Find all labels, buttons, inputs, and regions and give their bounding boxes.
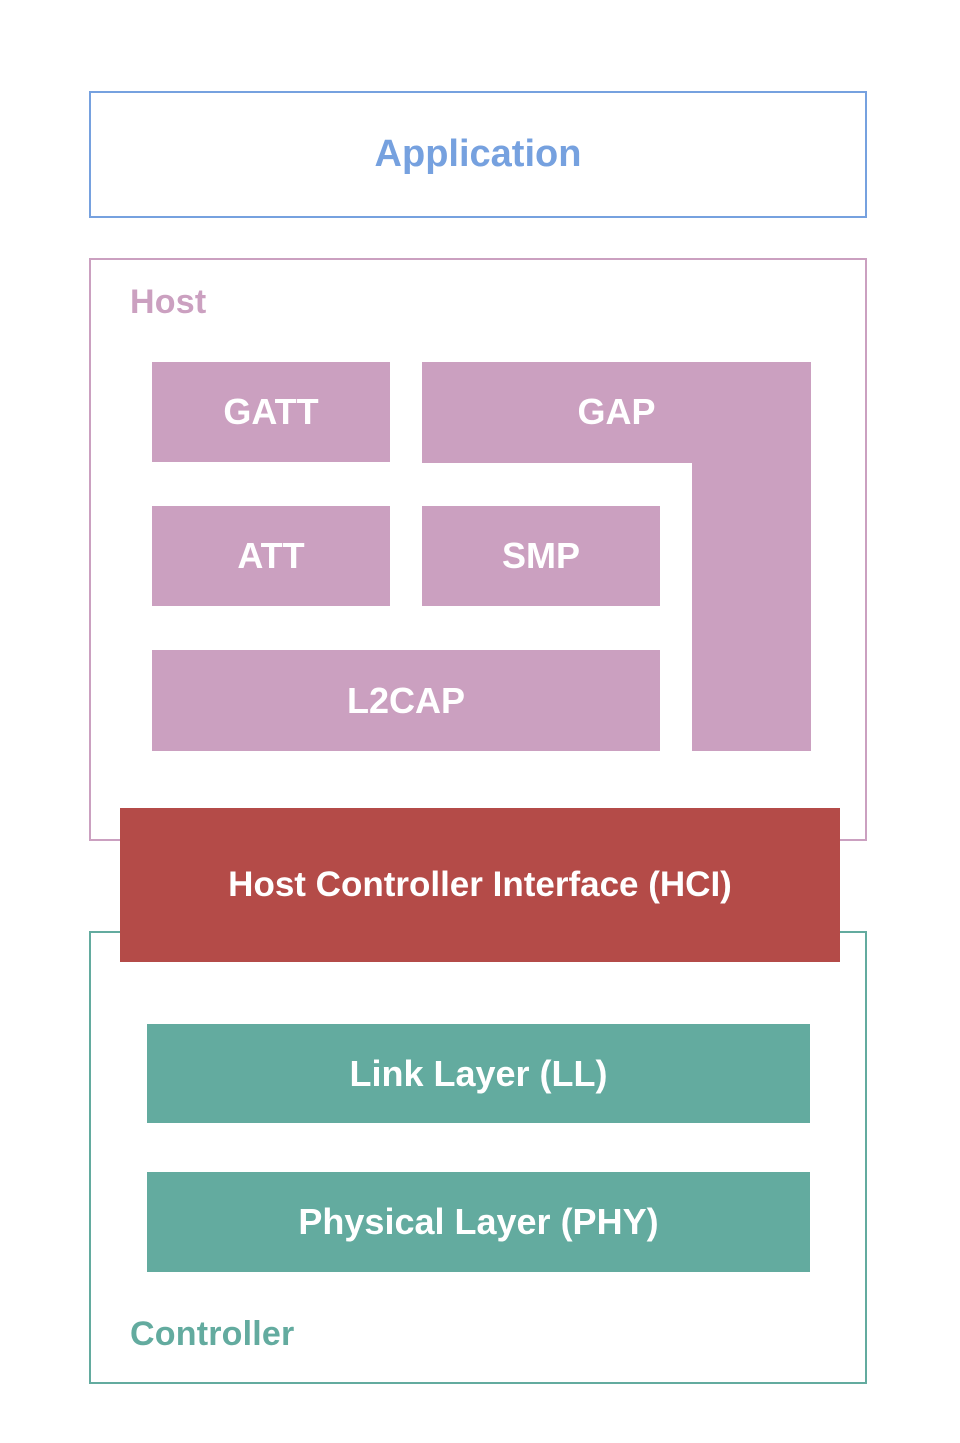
host-block-att: ATT	[152, 506, 390, 606]
gap-polygon-svg	[422, 362, 811, 751]
host-block-l2cap: L2CAP	[152, 650, 660, 751]
controller-block-physical-layer: Physical Layer (PHY)	[147, 1172, 810, 1272]
application-layer-label: Application	[374, 133, 582, 175]
controller-block-link-layer: Link Layer (LL)	[147, 1024, 810, 1123]
host-block-gap-shape	[422, 362, 811, 751]
application-layer-box	[89, 91, 867, 218]
host-block-gatt: GATT	[152, 362, 390, 462]
host-controller-interface-bar: Host Controller Interface (HCI)	[120, 808, 840, 962]
gap-polygon	[422, 362, 811, 751]
host-section-title: Host	[130, 283, 207, 321]
controller-section-title: Controller	[130, 1315, 295, 1353]
host-block-smp: SMP	[422, 506, 660, 606]
